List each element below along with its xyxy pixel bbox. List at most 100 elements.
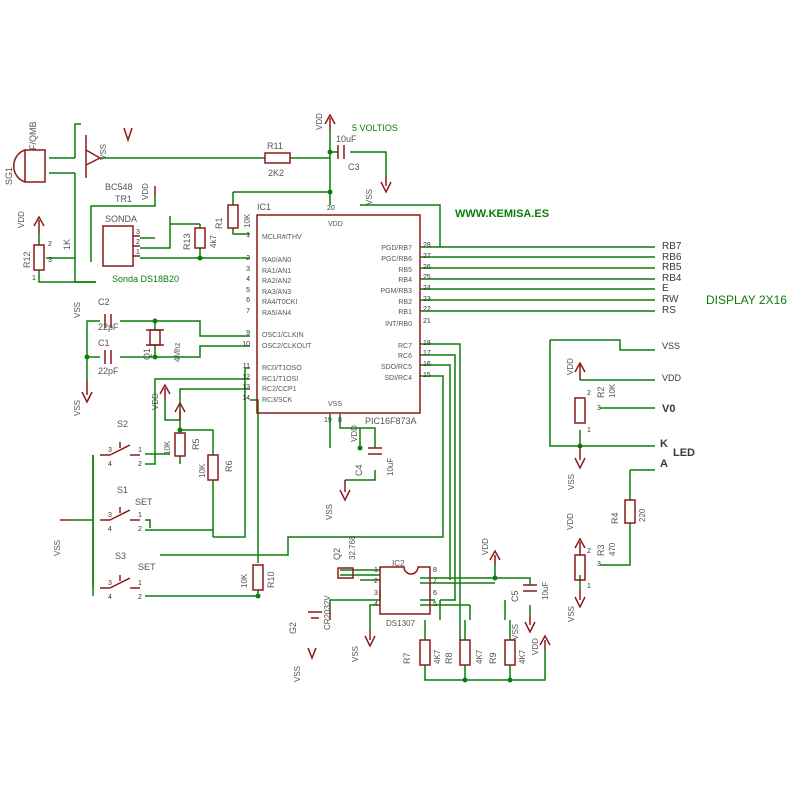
ic1-pin-name: RC0/T1OSO [262,365,302,372]
ic1-vdd-label: VDD [328,221,343,228]
g2-value: CR2032V [323,595,332,630]
r10-ref: R10 [266,571,276,588]
display-line-label: RB7 [662,241,682,252]
pot-r12 [33,244,45,271]
sonda-pin: 3 [136,229,140,236]
r8-ref: R8 [444,652,454,664]
display-title: DISPLAY 2X16 [706,293,787,307]
pot-pin: 3 [597,405,601,412]
switch-pin: 1 [138,447,142,454]
tr1-value: BC548 [105,182,133,192]
vdd-label: VDD [566,358,575,375]
ic2-pin-number: 5 [433,601,437,608]
ic1-pin-name: PGC/RB6 [381,256,412,263]
c1-value: 22pF [98,366,119,376]
pot-pin: 1 [587,583,591,590]
junctions [84,149,583,683]
resistor-r4 [624,499,636,524]
ic1-pin-name: RA0/AN0 [262,257,291,264]
vdd-arrow-icon [324,113,336,130]
vss-label: VSS [293,666,302,682]
vdd-label: VDD [315,113,324,130]
tr1-ref: TR1 [115,194,132,204]
r2-ref: R2 [596,386,606,398]
g2-ref: G2 [288,622,298,634]
c4-value: 10uF [386,458,395,476]
capacitor-c3 [337,145,345,159]
r7-value: 4K7 [433,649,442,664]
ic1-pin-number: 6 [246,297,250,304]
sg1-value: F/QMB [28,122,38,151]
vss-label: VSS [511,624,520,640]
display-line-label: E [662,283,669,294]
ic1-pin-name: RA1/AN1 [262,268,291,275]
ic1-pin-number: 23 [423,296,431,303]
vss-label: VSS [73,400,82,416]
supply-label: 5 VOLTIOS [352,123,398,133]
ic1-pin-name: INT/RB0 [385,321,412,328]
c3-value: 10uF [336,134,357,144]
tr1-pin-label: VSS [99,144,108,160]
switch-pin: 2 [138,526,142,533]
ic1-pin-name: PGD/RB7 [381,245,412,252]
vss-arrow-icon [123,127,133,143]
r13-value: 4k7 [209,235,218,248]
lcd-vdd-label: VDD [662,373,682,383]
display-line-label: RW [662,294,679,305]
r3-value: 470 [608,542,617,556]
r1-ref: R1 [214,217,224,229]
switch-pin: 4 [108,461,112,468]
r8-value: 4K7 [475,649,484,664]
ic2-body [379,566,431,615]
ic1-pin-number: 22 [423,306,431,313]
c5-value: 10uF [541,582,550,600]
ic1-pin-number: 18 [423,340,431,347]
ic1-top-pin: 20 [327,205,335,212]
r4-ref: R4 [610,512,620,524]
switch-s3 [100,575,140,589]
ic1-body [256,214,421,414]
ic1-pin-name: SDI/RC4 [384,375,412,382]
vss-label: VSS [53,540,62,556]
c1-ref: C1 [98,338,110,348]
ic1-pin-number: 14 [242,395,250,402]
r3-ref: R3 [596,544,606,556]
ic1-pin-number: 5 [246,287,250,294]
labels: DISPLAY 2X16 WWW.KEMISA.ES 5 VOLTIOS IC1… [4,113,787,682]
ic1-pin-name: PGM/RB3 [380,288,412,295]
c3-ref: C3 [348,162,360,172]
ic1-pin-name: MCLR#/THV [262,234,302,241]
vdd-label: VDD [531,638,540,655]
sonda-pin: 2 [136,239,140,246]
ic1-pin-number: 25 [423,274,431,281]
ic1-pin-number: 7 [246,308,250,315]
ic1-pin-number: 12 [242,374,250,381]
vdd-arrow-icon [539,634,551,650]
capacitor-c5 [523,584,537,592]
ic1-pin-name: RB2 [398,299,412,306]
r10-value: 10K [240,573,249,588]
ic1-pin-number: 1 [246,232,250,239]
resistor-r7 [419,639,431,666]
resistor-r5 [174,432,186,457]
ic1-part: PIC16F873A [365,416,417,426]
ic1-pin-number: 9 [246,330,250,337]
ic2-pin-number: 8 [433,567,437,574]
ic1-pin-name: RA2/AN2 [262,278,291,285]
resistor-r13 [194,227,206,249]
ic2-part: DS1307 [386,619,415,628]
ic1-pin-name: OSC2/CLKOUT [262,343,312,350]
r9-value: 4K7 [518,649,527,664]
battery-g2 [308,611,322,619]
ic2-pin-number: 2 [374,578,378,585]
lcd-vss-label: VSS [662,341,680,351]
c4-ref: C4 [354,464,364,476]
sonda-caption: Sonda DS18B20 [112,274,179,284]
vss-label: VSS [73,302,82,318]
ic1-bottom-pin: 19 [324,417,332,424]
switch-pin: 4 [108,526,112,533]
ic1-pin-name: RB5 [398,267,412,274]
vss-label: VSS [325,504,334,520]
